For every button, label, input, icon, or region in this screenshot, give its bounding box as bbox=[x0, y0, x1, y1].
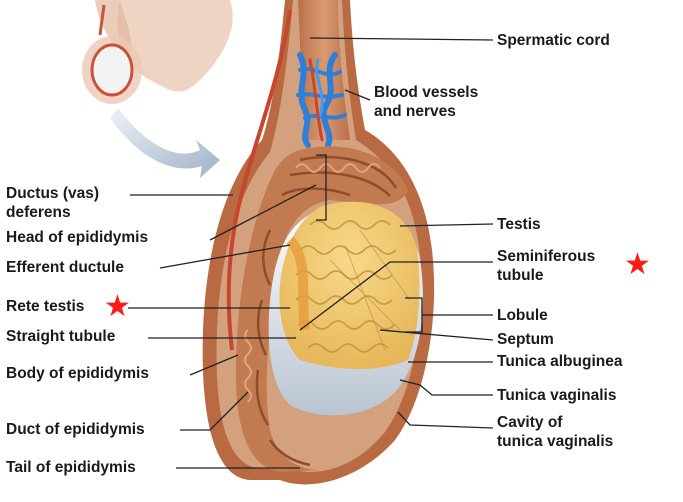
star-marker-rete-testis: ★ bbox=[104, 289, 131, 324]
testis-shape bbox=[268, 201, 423, 416]
ductus-deferens-shape bbox=[226, 9, 292, 351]
label-tail-epididymis: Tail of epididymis bbox=[6, 459, 136, 476]
leader-lines bbox=[128, 37, 494, 469]
label-lobule: Lobule bbox=[497, 307, 548, 324]
epididymis-shape bbox=[235, 146, 408, 473]
overview-thumbnail bbox=[82, 0, 233, 104]
label-seminiferous-tubule: Seminiferous tubule bbox=[497, 248, 596, 284]
label-body-epididymis: Body of epididymis bbox=[6, 365, 149, 382]
pointer-arrow bbox=[110, 108, 220, 178]
label-testis: Testis bbox=[497, 216, 541, 233]
star-marker-seminiferous-tubule: ★ bbox=[624, 247, 651, 282]
label-rete-testis: Rete testis bbox=[6, 298, 85, 315]
label-straight-tubule: Straight tubule bbox=[6, 328, 116, 345]
label-cavity-tunica-vaginalis: Cavity of tunica vaginalis bbox=[497, 414, 614, 450]
label-septum: Septum bbox=[497, 331, 554, 348]
blood-vessels-shape bbox=[296, 52, 347, 148]
label-duct-epididymis: Duct of epididymis bbox=[6, 421, 145, 438]
label-tunica-albuginea: Tunica albuginea bbox=[497, 353, 623, 370]
label-spermatic-cord: Spermatic cord bbox=[497, 32, 610, 49]
label-efferent-ductule: Efferent ductule bbox=[6, 259, 124, 276]
spermatic-cord-shape bbox=[298, 0, 350, 140]
label-ductus-deferens: Ductus (vas) deferens bbox=[6, 185, 100, 221]
label-head-epididymis: Head of epididymis bbox=[6, 229, 149, 246]
label-blood-vessels: Blood vessels and nerves bbox=[374, 84, 479, 120]
label-tunica-vaginalis: Tunica vaginalis bbox=[497, 387, 617, 404]
